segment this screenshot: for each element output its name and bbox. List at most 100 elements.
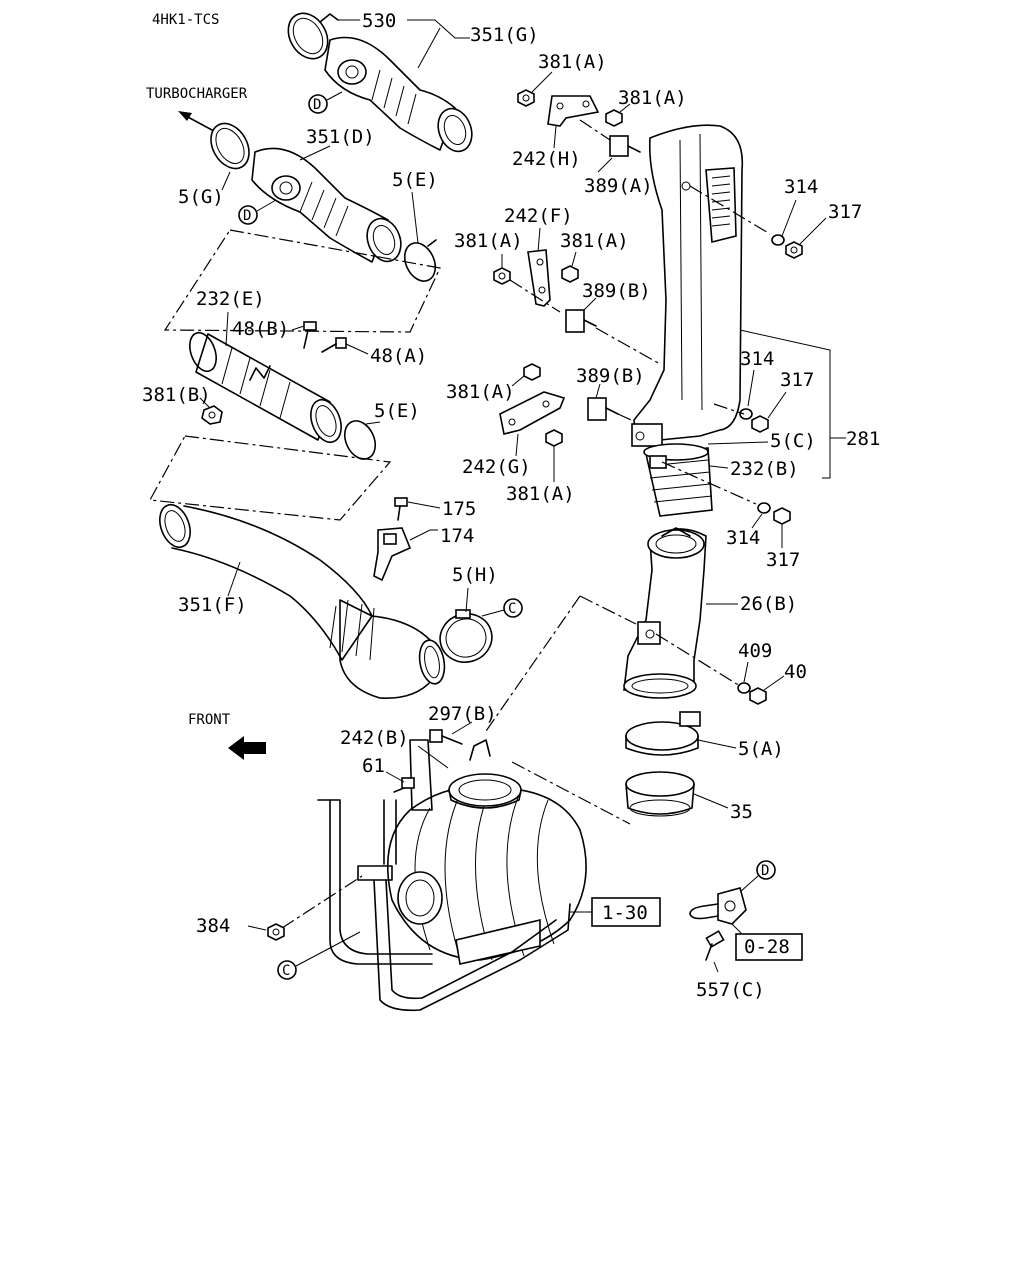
part-label-317-3: 317 [766,549,800,571]
bolt-297b [429,729,463,745]
washer-314-3 [757,502,771,514]
clamp-5a [625,711,701,756]
reference-box-0-28[interactable]: 0-28 [735,933,803,961]
duct-281 [631,124,744,447]
bolt-48a [321,337,347,353]
part-label-351d: 351(D) [306,126,375,148]
part-label-5a: 5(A) [738,738,784,760]
part-label-26b: 26(B) [740,593,797,615]
seal-35 [625,771,695,817]
part-label-5h: 5(H) [452,564,498,586]
svg-text:1-30: 1-30 [602,902,648,924]
marker-d-2: D [238,205,258,225]
part-label-314-3: 314 [726,527,760,549]
marker-c-2: C [277,960,297,980]
nut-381a-3 [493,267,511,285]
part-label-530: 530 [362,10,396,32]
clamp-5e-lower [343,420,377,460]
clamp-5e-upper [403,239,437,282]
nut-317-2 [751,415,769,433]
hose-351f [159,503,446,699]
nut-381a-5 [523,363,541,381]
part-label-175: 175 [442,498,476,520]
nut-384 [267,923,285,941]
nut-317-1 [785,241,803,259]
part-label-174: 174 [440,525,474,547]
front-arrow-icon [228,736,266,760]
clamp-5h [439,609,493,663]
part-label-389a: 389(A) [584,175,653,197]
part-label-35: 35 [730,801,753,823]
part-label-389b-1: 389(B) [582,280,651,302]
hose-351d [210,122,402,263]
hose-351g [287,12,473,153]
part-label-381a-3: 381(A) [454,230,523,252]
part-label-242f: 242(F) [504,205,573,227]
bracket-242g [499,391,566,435]
marker-c-1: C [503,598,523,618]
part-label-409: 409 [738,640,772,662]
bolt-61 [393,777,415,793]
part-label-40: 40 [784,661,807,683]
part-label-317-2: 317 [780,369,814,391]
part-label-5g: 5(G) [178,186,224,208]
part-label-381a-5: 381(A) [446,381,515,403]
washer-314-1 [771,234,785,246]
part-label-232e: 232(E) [196,288,265,310]
marker-d-1: D [308,94,328,114]
part-label-351g: 351(G) [470,24,539,46]
part-label-381a-6: 381(A) [506,483,575,505]
svg-text:0-28: 0-28 [744,936,790,958]
screw-175 [394,497,408,521]
part-label-557c: 557(C) [696,979,765,1001]
nut-317-3 [773,507,791,525]
bolt-48b [303,321,317,349]
screw-557c [705,930,725,961]
nut-381a-4 [561,265,579,283]
part-label-232b: 232(B) [730,458,799,480]
part-label-381a-2: 381(A) [618,87,687,109]
part-label-48b: 48(B) [232,318,289,340]
air-cleaner-assembly [386,739,587,965]
svg-text:D: D [761,863,769,879]
part-label-5e-lower: 5(E) [374,400,420,422]
part-label-389b-2: 389(B) [576,365,645,387]
part-label-281: 281 [846,428,880,450]
part-label-381a-1: 381(A) [538,51,607,73]
part-label-381a-4: 381(A) [560,230,629,252]
mounting-frame [317,739,571,1012]
nut-40 [749,687,767,705]
part-label-381b: 381(B) [142,384,211,406]
nut-381a-1 [517,89,535,107]
bracket-242h [547,95,600,127]
sensor-174 [373,527,412,582]
turbocharger-label: TURBOCHARGER [146,86,248,102]
svg-text:C: C [508,601,516,617]
part-label-48a: 48(A) [370,345,427,367]
bracket-242f [527,249,551,307]
washer-409 [737,682,751,694]
mount-389b-1 [565,309,597,333]
marker-d-3: D [756,860,776,880]
part-label-242h: 242(H) [512,148,581,170]
engine-code-label: 4HK1-TCS [152,12,219,28]
part-label-314-2: 314 [740,348,774,370]
turbocharger-arrow-icon [178,111,213,131]
sensor-fitting [689,887,747,925]
part-label-314-1: 314 [784,176,818,198]
part-label-5e-upper: 5(E) [392,169,438,191]
nut-381a-2 [605,109,623,127]
part-label-297b: 297(B) [428,703,497,725]
svg-text:D: D [313,97,321,113]
part-label-5c: 5(C) [770,430,816,452]
washer-314-2 [739,408,753,420]
elbow-26b [623,527,707,699]
part-label-242b: 242(B) [340,727,409,749]
nut-381b [201,405,223,425]
reference-box-1-30[interactable]: 1-30 [591,897,661,927]
mount-389a [609,135,641,157]
part-label-317-1: 317 [828,201,862,223]
mount-389b-2 [587,397,619,421]
